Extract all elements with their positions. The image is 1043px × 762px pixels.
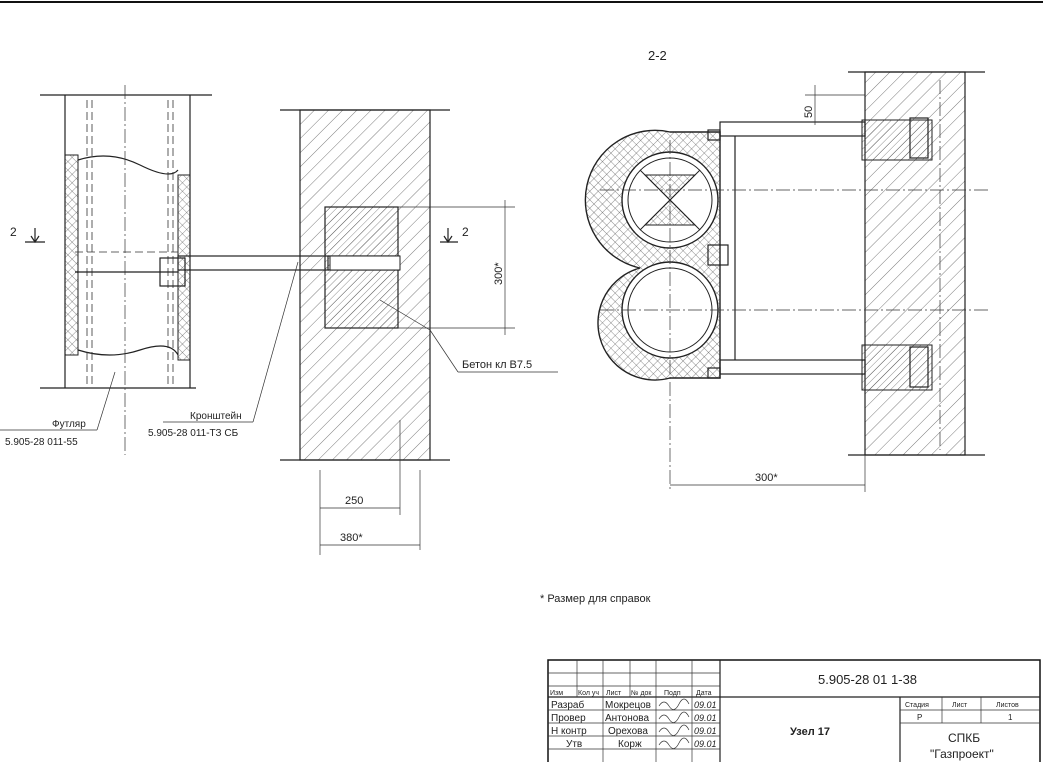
name-cell: Корж [618,739,642,750]
dimension-300-horizontal: 300* [670,455,866,492]
label-futlyar: Футляр 5.905-28 011-55 [0,371,116,448]
header-cell: Изм [550,690,563,697]
role-cell: Утв [566,739,582,750]
dimension-50: 50 [803,85,865,125]
title-block: 5.905-28 01 1-38 Изм Кол уч Лист № док П… [547,659,1041,762]
stage-value: Р [917,713,922,722]
section-mark-text: 2 [462,225,469,239]
node-title: Узел 17 [790,726,830,738]
sheet-header: Лист [952,702,968,709]
role-cell: Провер [551,713,586,724]
header-cell: № док [631,690,652,697]
section-mark-text: 2 [10,225,17,239]
date-cell: 09.01 [694,700,717,710]
name-cell: Орехова [608,726,648,737]
dimension-label: 250 [345,495,363,507]
date-cell: 09.01 [694,713,717,723]
org-name-2: "Газпроект" [930,747,994,761]
wall-section [280,109,450,461]
name-cell: Антонова [605,713,650,724]
label-text: Футляр [52,419,86,430]
dimension-380: 380* [320,470,421,550]
dimension-label: 380* [340,532,363,544]
header-cell: Дата [696,690,712,697]
org-name: СПКБ [948,731,980,745]
dimension-300-vertical: 300* [398,200,515,335]
document-code: 5.905-28 01 1-38 [818,672,917,687]
header-cell: Подп [664,690,681,697]
label-code: 5.905-28 011-55 [5,437,78,448]
footnote: * Размер для справок [540,593,651,605]
label-text: Кронштейн [190,411,242,422]
casing-column-view [40,85,212,455]
date-cell: 09.01 [694,726,717,736]
dimension-label: 300* [755,472,778,484]
role-cell: Н контр [551,726,587,737]
sheets-value: 1 [1008,713,1013,722]
label-text: Бетон кл В7.5 [462,359,532,371]
dimension-label: 50 [803,106,815,118]
role-cell: Разраб [551,699,584,711]
label-beton: Бетон кл В7.5 [379,299,558,373]
date-cell: 09.01 [694,739,717,749]
dimension-250: 250 [319,420,401,555]
dimension-label: 300* [493,262,505,285]
stage-header: Стадия [905,702,929,709]
signatures [658,698,690,749]
label-kronshtein: Кронштейн 5.905-28 011-ТЗ СБ [148,261,299,439]
section-title: 2-2 [648,48,667,63]
section-mark-left: 2 [10,225,45,244]
section-2-2-view [584,71,990,490]
header-cell: Лист [606,690,622,697]
header-cell: Кол уч [578,690,599,697]
name-cell: Мокрецов [605,700,651,711]
label-code: 5.905-28 011-ТЗ СБ [148,428,239,439]
section-mark-right: 2 [440,225,469,244]
sheets-header: Листов [996,702,1019,709]
